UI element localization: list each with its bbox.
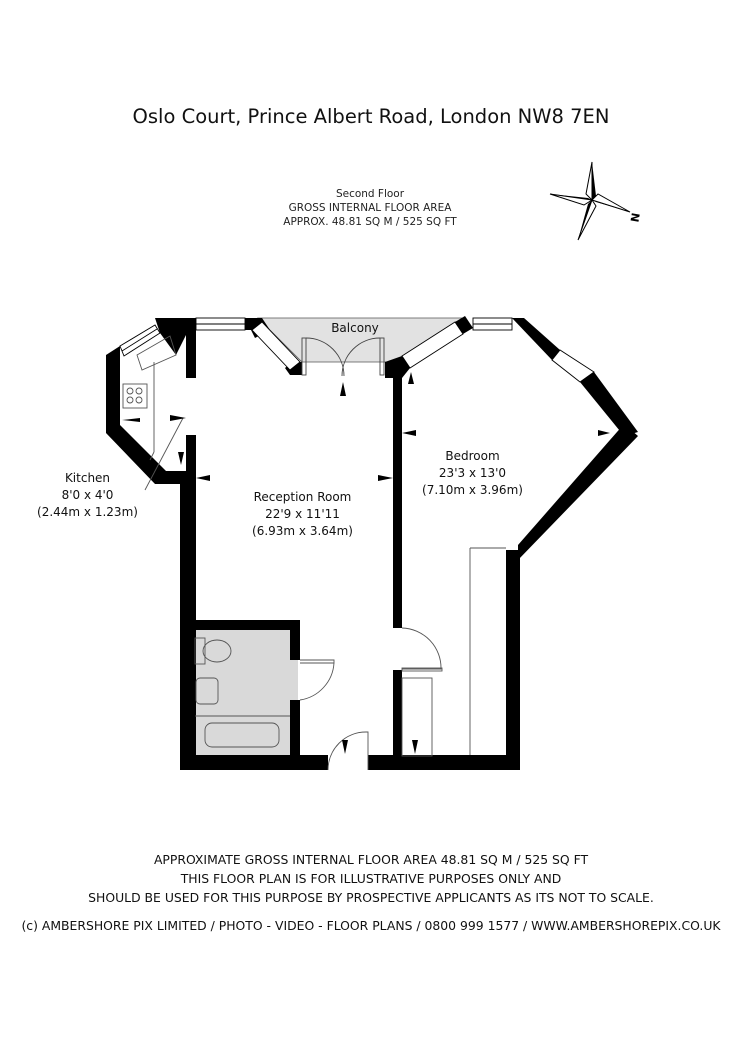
floor-area-summary: Second Floor GROSS INTERNAL FLOOR AREA A… <box>200 187 540 229</box>
room-label-bedroom: Bedroom 23'3 x 13'0 (7.10m x 3.96m) <box>405 448 540 499</box>
reception-name: Reception Room <box>253 490 352 504</box>
compass-north-label: N <box>628 212 642 223</box>
company-credit: (c) AMBERSHORE PIX LIMITED / PHOTO - VID… <box>21 918 721 933</box>
balcony-french-doors <box>301 337 385 377</box>
toilet-bowl-icon <box>202 639 232 663</box>
bedroom-imperial: 23'3 x 13'0 <box>438 466 507 480</box>
room-label-reception: Reception Room 22'9 x 11'11 (6.93m x 3.6… <box>235 489 370 540</box>
area-value: APPROX. 48.81 SQ M / 525 SQ FT <box>283 216 457 228</box>
bath-icon <box>204 722 280 748</box>
compass-star-icon <box>549 161 631 241</box>
disclaimer-line-2: THIS FLOOR PLAN IS FOR ILLUSTRATIVE PURP… <box>180 871 562 886</box>
kitchen-label-leader <box>144 417 184 491</box>
balcony-label: Balcony <box>331 321 379 335</box>
toilet-cistern-icon <box>194 637 206 665</box>
kitchen-fixtures <box>122 335 184 491</box>
property-address-title: Oslo Court, Prince Albert Road, London N… <box>132 105 610 128</box>
area-heading: GROSS INTERNAL FLOOR AREA <box>288 202 452 214</box>
bedroom-metric: (7.10m x 3.96m) <box>422 483 523 497</box>
reception-metric: (6.93m x 3.64m) <box>252 524 353 538</box>
room-label-kitchen: Kitchen 8'0 x 4'0 (2.44m x 1.23m) <box>20 470 155 521</box>
kitchen-imperial: 8'0 x 4'0 <box>61 488 114 502</box>
basin-icon <box>195 677 219 705</box>
kitchen-metric: (2.44m x 1.23m) <box>37 505 138 519</box>
doors <box>327 547 506 771</box>
reception-imperial: 22'9 x 11'11 <box>265 507 340 521</box>
dimension-markers <box>122 372 610 754</box>
hob-icon <box>122 383 148 409</box>
windows <box>119 317 595 383</box>
floor-name: Second Floor <box>335 188 405 200</box>
disclaimer-line-3: SHOULD BE USED FOR THIS PURPOSE BY PROSP… <box>88 890 654 905</box>
bathroom-area <box>195 628 298 755</box>
kitchen-name: Kitchen <box>64 471 111 485</box>
disclaimer-line-1: APPROXIMATE GROSS INTERNAL FLOOR AREA 48… <box>153 852 589 867</box>
walls <box>106 316 638 770</box>
sink-icon <box>136 335 177 371</box>
bathroom-fixtures <box>194 637 335 748</box>
disclaimer-block: APPROXIMATE GROSS INTERNAL FLOOR AREA 48… <box>0 850 742 907</box>
bedroom-name: Bedroom <box>445 449 500 463</box>
